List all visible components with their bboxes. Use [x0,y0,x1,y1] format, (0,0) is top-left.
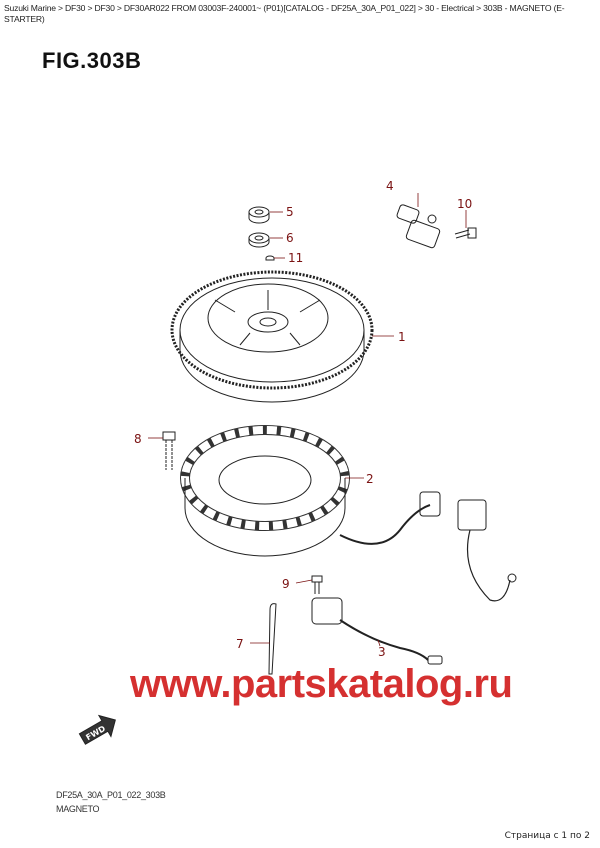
callout-8: 8 [134,432,142,446]
breadcrumb[interactable]: Suzuki Marine > DF30 > DF30 > DF30AR022 … [4,3,565,24]
callout-labels: 1 2 3 4 5 6 7 8 9 10 11 [134,179,472,659]
callout-9: 9 [282,577,290,591]
part-harness [339,491,517,602]
part-bolt [162,431,176,470]
part-pulser-coil [396,204,441,249]
callout-5: 5 [286,205,294,219]
part-wire-harness-3 [311,597,443,665]
callout-6: 6 [286,231,294,245]
part-nut [248,206,270,224]
part-cable-tie [268,603,277,675]
part-key [265,255,275,261]
part-flywheel [170,270,374,403]
part-stator [180,425,350,557]
callout-1: 1 [398,330,406,344]
callout-11: 11 [288,251,303,265]
part-washer [248,232,270,248]
part-bolt [454,227,477,239]
part-bolt [311,575,323,594]
callout-7: 7 [236,637,244,651]
callout-2: 2 [366,472,374,486]
callout-4: 4 [386,179,394,193]
callout-10: 10 [457,197,472,211]
pagination: Страница с 1 по 2 [504,831,590,841]
figure-title: FIG.303B [42,48,142,73]
watermark: www.partskatalog.ru [130,662,513,706]
footer-code: DF25A_30A_P01_022_303B [56,790,166,800]
footer-name: MAGNETO [56,804,100,814]
callout-3: 3 [378,645,386,659]
fwd-arrow-icon: FWD [78,714,116,745]
